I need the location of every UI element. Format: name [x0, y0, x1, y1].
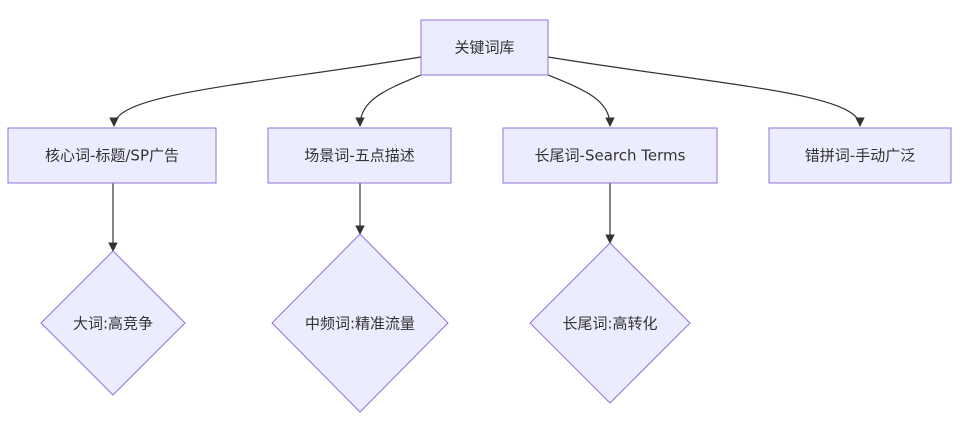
edge-root-to-misspelled-words [547, 56, 865, 127]
category-node-box [768, 127, 952, 184]
edge-root-to-core-words [109, 56, 422, 127]
root-node: 关键词库 [420, 19, 549, 76]
category-node-longtail-words: 长尾词-Search Terms [502, 127, 718, 184]
edge-root-to-scenario-words [355, 74, 422, 127]
root-node-box [420, 19, 549, 76]
root-node-label: 关键词库 [454, 39, 514, 57]
category-node-box [267, 127, 452, 184]
outcome-node-label: 长尾词:高转化 [562, 315, 657, 333]
category-node-box [502, 127, 718, 184]
category-node-label: 场景词-五点描述 [304, 147, 414, 165]
category-node-core-words: 核心词-标题/SP广告 [7, 127, 217, 184]
category-node-box [7, 127, 217, 184]
category-node-scenario-words: 场景词-五点描述 [267, 127, 452, 184]
category-node-label: 核心词-标题/SP广告 [45, 147, 179, 165]
category-node-label: 长尾词-Search Terms [535, 147, 686, 165]
outcome-node-label: 中频词:精准流量 [305, 315, 415, 333]
category-node-misspelled-words: 错拼词-手动广泛 [768, 127, 952, 184]
outcome-node-high-conversion: 长尾词:高转化 [529, 242, 691, 404]
edge-root-to-longtail-words [547, 74, 615, 127]
outcome-node-diamond [40, 250, 186, 396]
outcome-node-label: 大词:高竞争 [73, 315, 153, 333]
outcome-node-diamond [271, 233, 449, 413]
category-node-label: 错拼词-手动广泛 [805, 147, 915, 165]
outcome-node-big-words: 大词:高竞争 [40, 250, 186, 396]
outcome-node-diamond [529, 242, 691, 404]
outcome-node-mid-frequency: 中频词:精准流量 [271, 233, 449, 413]
